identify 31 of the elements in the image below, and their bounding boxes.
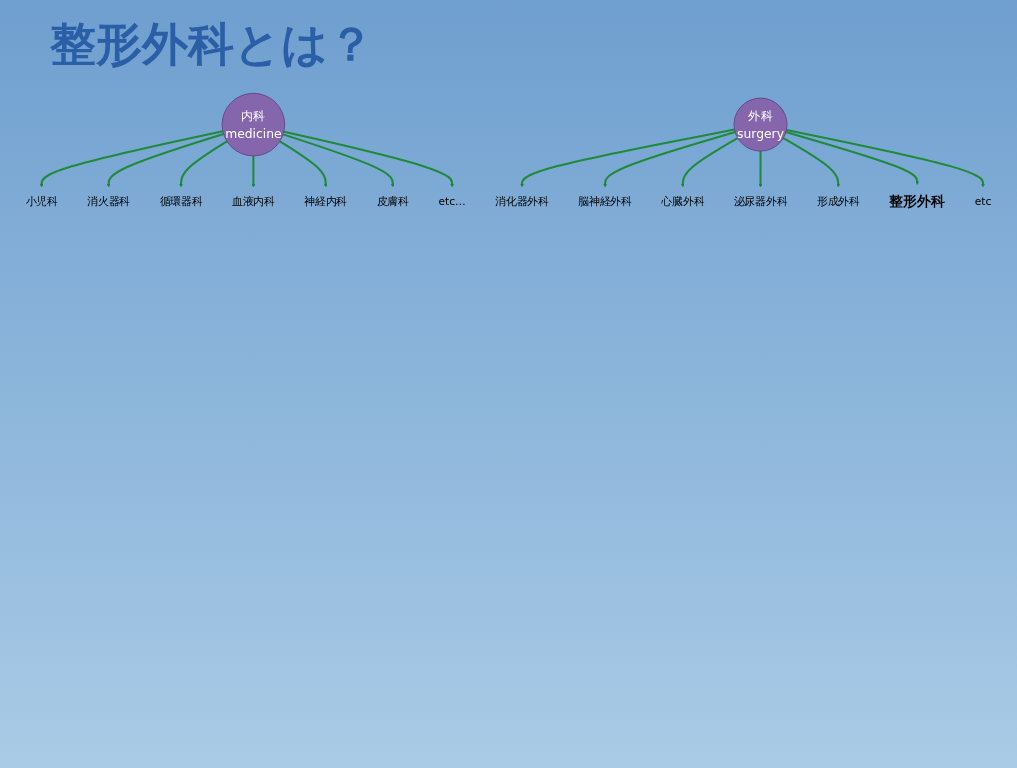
node-text: 形成外科 [816,194,860,208]
arrow [282,133,395,188]
node-circle: 内科 medicine [221,92,286,157]
title: 整形外科とは？ [50,16,374,73]
arrow [758,151,763,188]
arrow [786,128,985,188]
node-text: 循環器科 [159,194,203,208]
node-text: 皮膚科 [376,194,409,208]
arrow [251,155,256,188]
node-text: 神経内科 [304,194,348,208]
node-text: 心臓外科 [661,194,705,208]
node-text: 血液内科 [232,194,275,208]
node-text: etc [974,194,992,208]
arrow [39,130,223,188]
arrow [279,140,328,188]
arrow [782,137,841,188]
node-text: 脳神経外科 [578,194,632,208]
node-text: etc… [438,194,466,208]
node-text: 小児科 [25,194,58,208]
node-circle: 外科 surgery [733,97,788,152]
arrow [520,128,735,188]
arrow [681,137,739,188]
node-text: 整形外科 [889,192,946,210]
arrow [785,131,919,185]
arrow [179,140,228,188]
node-text: 消火器科 [87,194,131,208]
node-text: 泌尿器外科 [733,194,788,208]
arrow [603,131,736,188]
node-text: 消化器外科 [495,194,549,208]
arrow [283,130,454,188]
arrow [106,133,224,188]
